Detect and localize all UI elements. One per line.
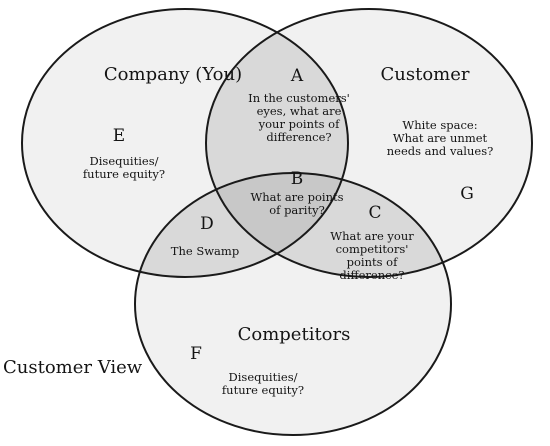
note-competitors: Disequities/future equity? — [222, 370, 304, 397]
note-customer-line: What are unmet — [393, 131, 488, 145]
region-letter-f: F — [190, 344, 202, 364]
note-customer-competitors-line: competitors' — [336, 242, 409, 256]
region-letter-b: B — [291, 169, 304, 189]
overlap-company-competitors-fill — [135, 173, 348, 277]
customer-view-label: Customer View — [3, 357, 143, 378]
competitors-circle — [134, 172, 452, 436]
region-letter-d: D — [200, 214, 214, 234]
note-customer-line: needs and values? — [387, 144, 494, 158]
region-letter-a: A — [290, 66, 304, 86]
note-customer-competitors-line: points of — [347, 255, 398, 269]
note-customer-competitors-line: What are your — [330, 229, 414, 243]
note-company-customer-line: eyes, what are — [257, 104, 342, 118]
region-letter-c: C — [368, 203, 381, 223]
note-company-customer-line: In the customers' — [248, 91, 350, 105]
note-competitors-line: Disequities/ — [229, 370, 298, 384]
note-company-line: future equity? — [83, 167, 165, 181]
note-competitors-line: future equity? — [222, 383, 304, 397]
region-letter-e: E — [113, 126, 125, 146]
customer-circle — [205, 8, 533, 278]
competitors-title: Competitors — [238, 324, 351, 345]
note-company-customer-line: your points of — [258, 117, 340, 131]
note-customer-competitors-line: difference? — [339, 268, 404, 282]
company-title: Company (You) — [104, 64, 242, 85]
region-letter-g: G — [460, 184, 474, 204]
note-company: Disequities/future equity? — [83, 154, 165, 181]
note-company-customer-line: difference? — [266, 130, 331, 144]
company-circle — [21, 8, 349, 278]
note-all-three-line: What are points — [250, 190, 343, 204]
note-customer-line: White space: — [402, 118, 477, 132]
note-all-three-line: of parity? — [269, 203, 325, 217]
region-shading — [22, 9, 532, 435]
note-company-line: Disequities/ — [90, 154, 159, 168]
note-company-competitors-line: The Swamp — [171, 244, 239, 258]
note-company-competitors: The Swamp — [171, 244, 239, 258]
customer-title: Customer — [381, 64, 470, 85]
